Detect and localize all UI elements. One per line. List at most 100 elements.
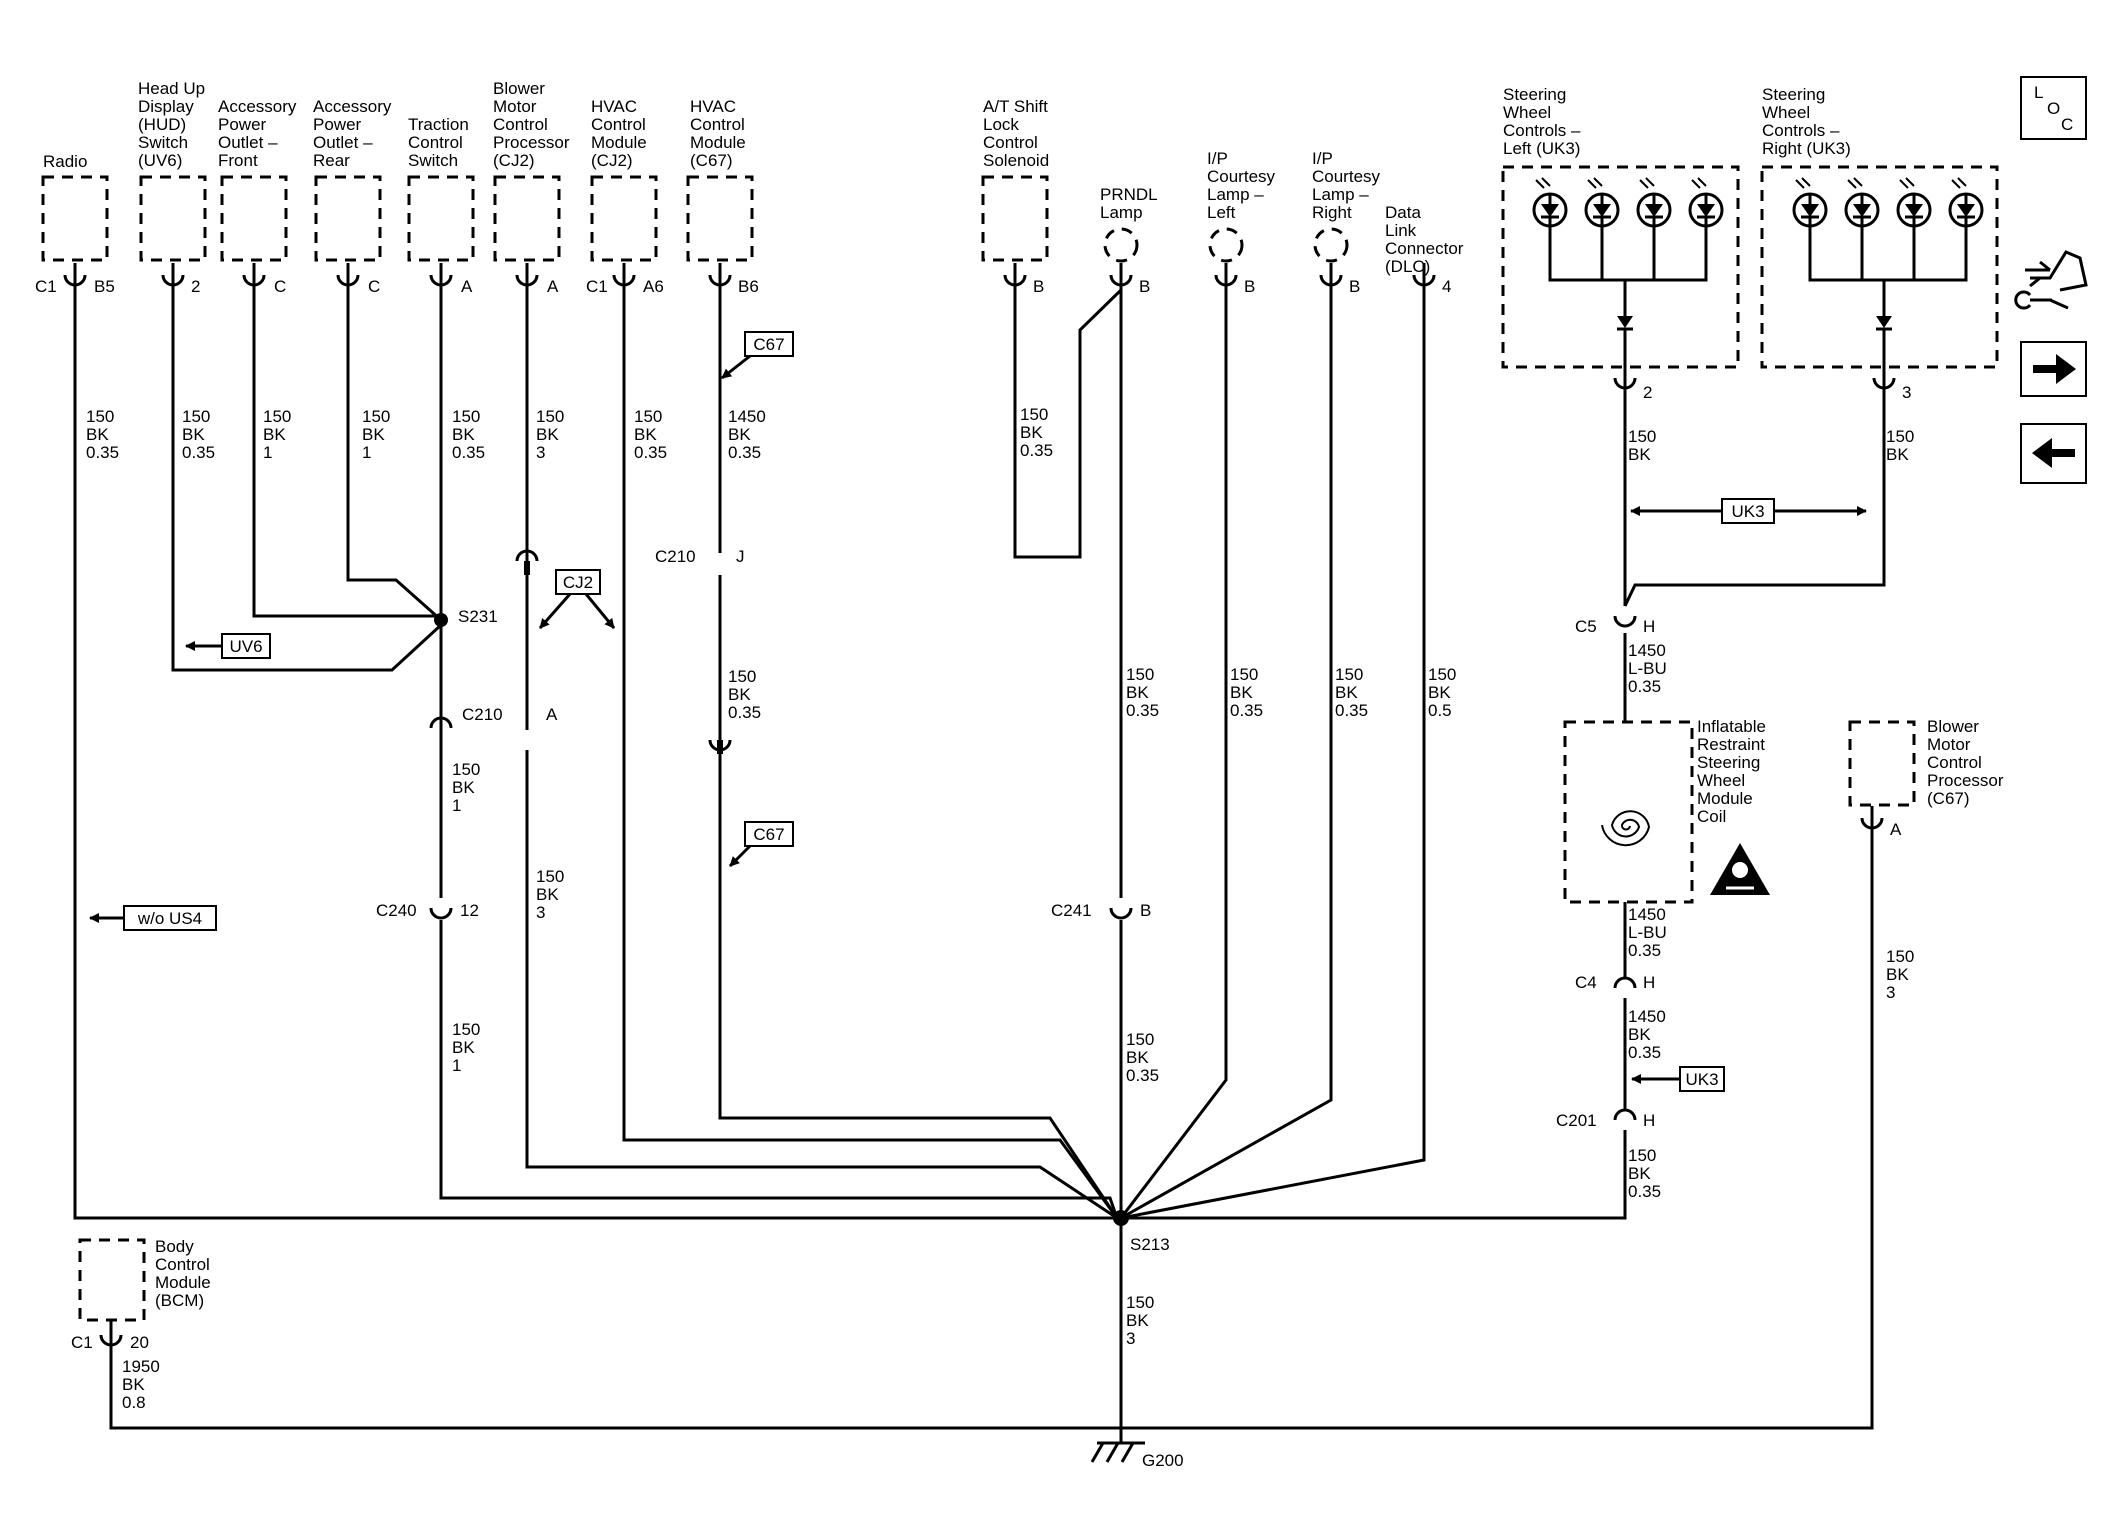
label-line: Control <box>155 1255 210 1274</box>
svg-text:20: 20 <box>130 1333 149 1352</box>
label-line: (C67) <box>690 151 733 170</box>
label-line: HVAC <box>591 97 637 116</box>
label-line: 1450 <box>1628 1007 1666 1026</box>
svg-text:C: C <box>368 277 380 296</box>
label-line: Traction <box>408 115 469 134</box>
svg-text:C240: C240 <box>376 901 417 920</box>
label-line: Solenoid <box>983 151 1049 170</box>
label-line: Power <box>218 115 267 134</box>
label-line: Accessory <box>218 97 297 116</box>
label-line: 150 <box>362 407 390 426</box>
label-line: Outlet – <box>313 133 373 152</box>
svg-text:4: 4 <box>1442 277 1451 296</box>
label-line: 0.35 <box>1126 701 1159 720</box>
label-line: BK <box>1886 445 1909 464</box>
option-tag-uk3-c4[interactable]: UK3 <box>1631 1066 1725 1092</box>
option-tag-c67-bottom[interactable]: C67 <box>728 821 794 868</box>
label-line: Steering <box>1762 85 1825 104</box>
label-line: 0.35 <box>452 443 485 462</box>
label-line: 0.8 <box>122 1393 146 1412</box>
label-line: 0.35 <box>1628 1182 1661 1201</box>
label-line: Wheel <box>1697 771 1745 790</box>
location-button[interactable]: L O C <box>2020 76 2087 140</box>
svg-text:C210: C210 <box>655 547 696 566</box>
label-line: 150 <box>182 407 210 426</box>
label-line: Switch <box>408 151 458 170</box>
label-line: 150 <box>263 407 291 426</box>
label-line: 150 <box>1126 1293 1154 1312</box>
svg-text:C5: C5 <box>1575 617 1597 636</box>
label-line: BK <box>362 425 385 444</box>
label-line: Data <box>1385 203 1421 222</box>
arrow-left-icon <box>2032 438 2075 468</box>
option-tag-c67-top[interactable]: C67 <box>721 331 794 380</box>
label-line: HVAC <box>690 97 736 116</box>
label-line: 150 <box>452 407 480 426</box>
label-line: 150 <box>1886 427 1914 446</box>
option-tag-cj2[interactable]: CJ2 <box>538 569 616 629</box>
svg-text:2: 2 <box>191 277 200 296</box>
label-line: 150 <box>1628 427 1656 446</box>
previous-button[interactable] <box>2020 423 2087 484</box>
label-line: 1 <box>362 443 371 462</box>
label-line: BK <box>452 778 475 797</box>
loc-icon: L O C <box>2034 83 2073 134</box>
label-line: Wheel <box>1762 103 1810 122</box>
label-line: 0.35 <box>728 703 761 722</box>
label-line: Controls – <box>1503 121 1581 140</box>
label-line: BK <box>1628 445 1651 464</box>
label-line: L-BU <box>1628 659 1667 678</box>
label-line: 0.35 <box>1126 1066 1159 1085</box>
svg-text:C: C <box>274 277 286 296</box>
label-line: 150 <box>536 867 564 886</box>
label-line: 0.35 <box>182 443 215 462</box>
svg-text:O: O <box>2047 99 2060 118</box>
label-line: Lamp – <box>1312 185 1369 204</box>
component-radio[interactable]: Radio <box>41 152 109 262</box>
component-button[interactable] <box>2014 250 2088 310</box>
label-line: L-BU <box>1628 923 1667 942</box>
label-line: Module <box>690 133 746 152</box>
label-line: 150 <box>86 407 114 426</box>
label-line: 0.35 <box>1230 701 1263 720</box>
svg-text:C67: C67 <box>753 825 784 844</box>
arrow-right-icon <box>2033 354 2076 384</box>
label-line: BK <box>452 1038 475 1057</box>
option-tag-uv6[interactable]: UV6 <box>185 633 271 659</box>
option-tag-uk3-span[interactable]: UK3 <box>1630 498 1867 524</box>
label-line: Control <box>493 115 548 134</box>
option-tag-without-us4[interactable]: w/o US4 <box>89 905 217 931</box>
label-line: 150 <box>452 760 480 779</box>
next-button[interactable] <box>2020 341 2087 397</box>
label-line: BK <box>1428 683 1451 702</box>
svg-text:G200: G200 <box>1142 1451 1184 1470</box>
